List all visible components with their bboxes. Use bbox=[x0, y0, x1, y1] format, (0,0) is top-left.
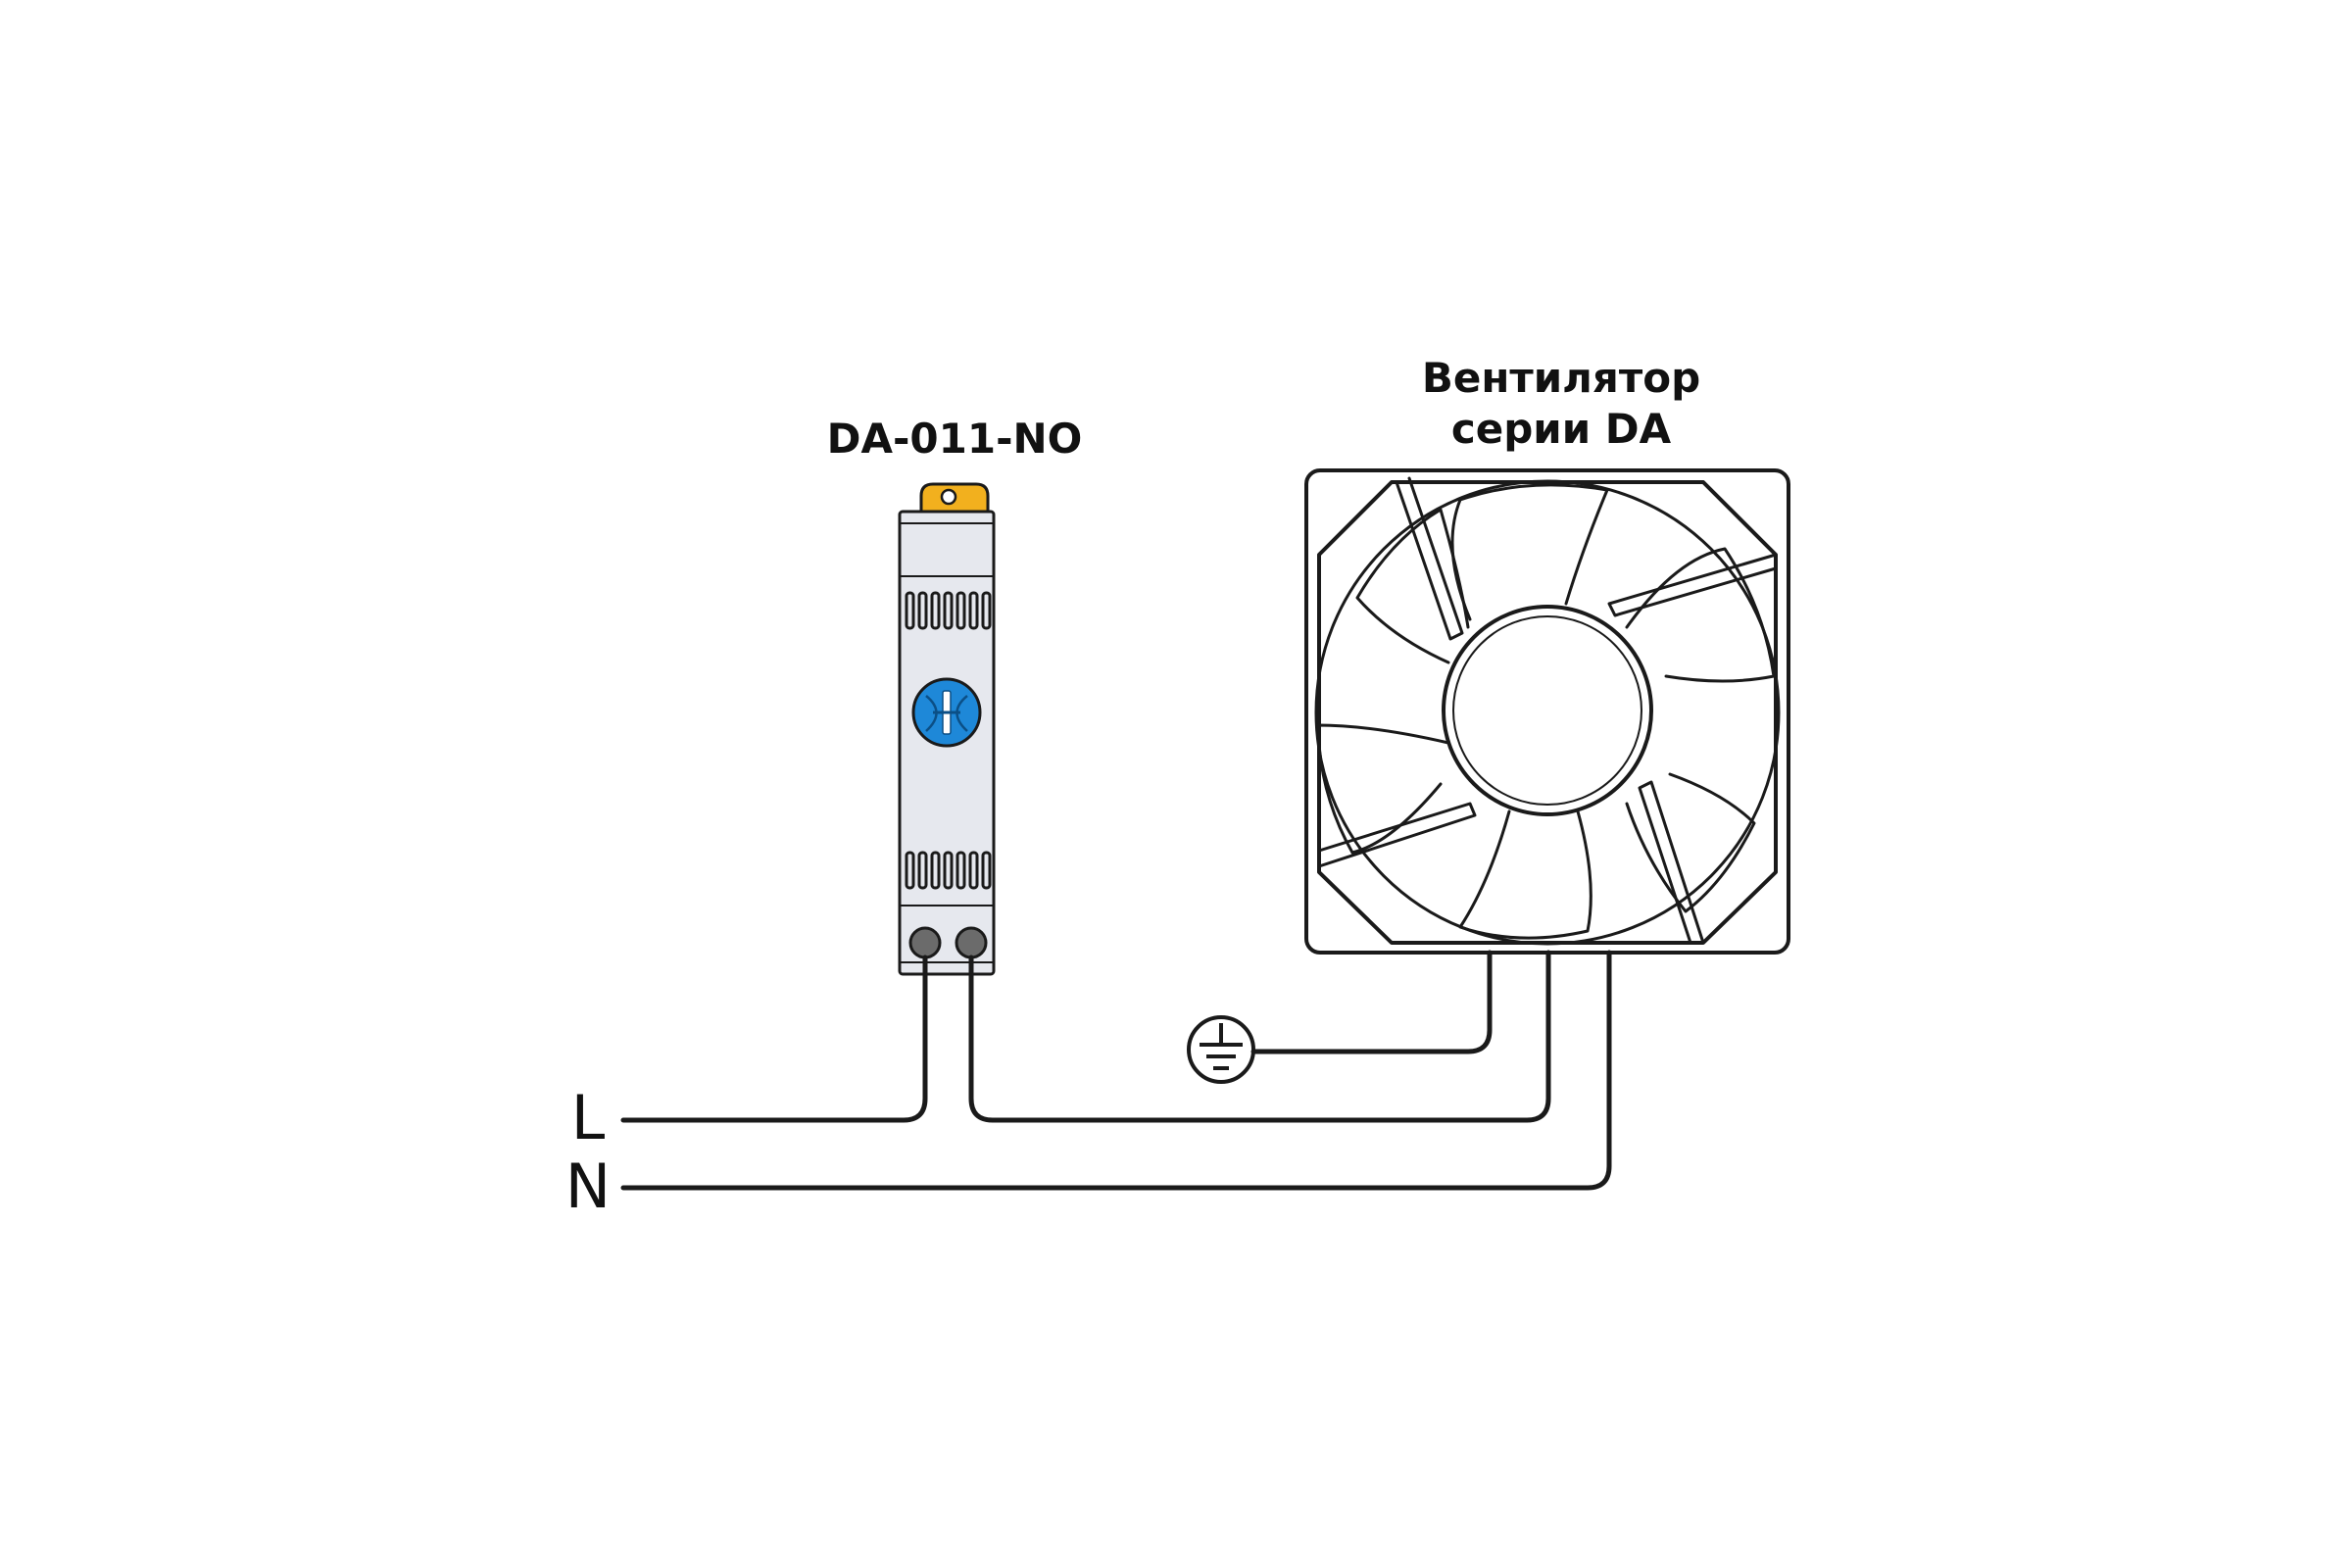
terminal-screw-2 bbox=[955, 926, 988, 959]
vent-slots-top bbox=[905, 591, 992, 630]
fan-hub bbox=[1442, 605, 1653, 816]
fan-struts bbox=[1317, 476, 1778, 945]
neutral-label-N: N bbox=[565, 1151, 611, 1222]
din-clip bbox=[919, 482, 990, 515]
fan-title-line2: серии DA bbox=[1451, 405, 1672, 453]
wires bbox=[620, 950, 1612, 1191]
wire-neutral-N bbox=[620, 950, 1612, 1191]
fan-device bbox=[1304, 468, 1790, 955]
line-label-L: L bbox=[571, 1082, 606, 1153]
wire-ground bbox=[1250, 950, 1493, 1054]
fan-blades bbox=[1316, 483, 1776, 940]
wire-line-L bbox=[620, 955, 928, 1123]
terminal-screw-1 bbox=[908, 926, 942, 959]
ground-symbol-icon bbox=[1187, 1015, 1255, 1084]
thermostat-model-label: DA-011-NO bbox=[827, 415, 1083, 463]
vent-slots-bottom bbox=[905, 851, 992, 890]
fan-title-line1: Вентилятор bbox=[1422, 354, 1700, 402]
terminal-screws bbox=[908, 926, 988, 959]
thermostat-device bbox=[898, 482, 996, 976]
wire-switched-to-fan bbox=[968, 950, 1551, 1123]
temperature-knob[interactable] bbox=[911, 677, 982, 748]
